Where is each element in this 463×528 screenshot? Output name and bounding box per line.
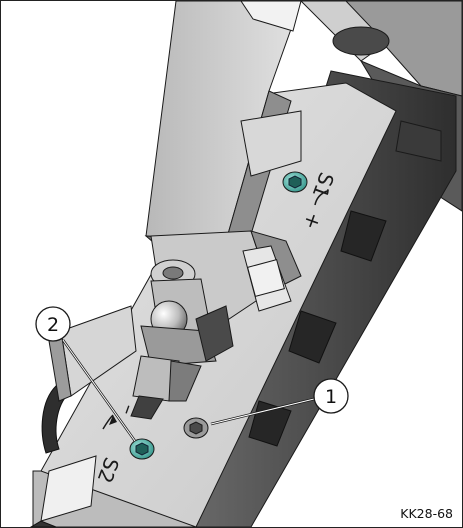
grey-hex-screw [183,417,209,439]
callout-1-circle [313,378,349,414]
callout-2: 2 [35,306,137,442]
teal-hex-screw-lower [129,438,155,460]
plunger-rod [130,355,202,420]
callout-1-number: 1 [325,386,337,408]
arrow-s2-icon [102,414,114,430]
callout-2-number: 2 [47,314,59,336]
engraving-plus: + [299,209,327,233]
arrowhead-s2-icon [109,415,117,425]
lower-bracket [30,305,137,527]
clamp-assembly [140,259,234,367]
callout-2-circle [35,306,71,342]
arrow-s1-icon [314,190,328,206]
teal-hex-screw-upper [282,171,308,193]
figure-id: KK28-68 [400,506,453,521]
callout-1: 1 [210,378,349,426]
